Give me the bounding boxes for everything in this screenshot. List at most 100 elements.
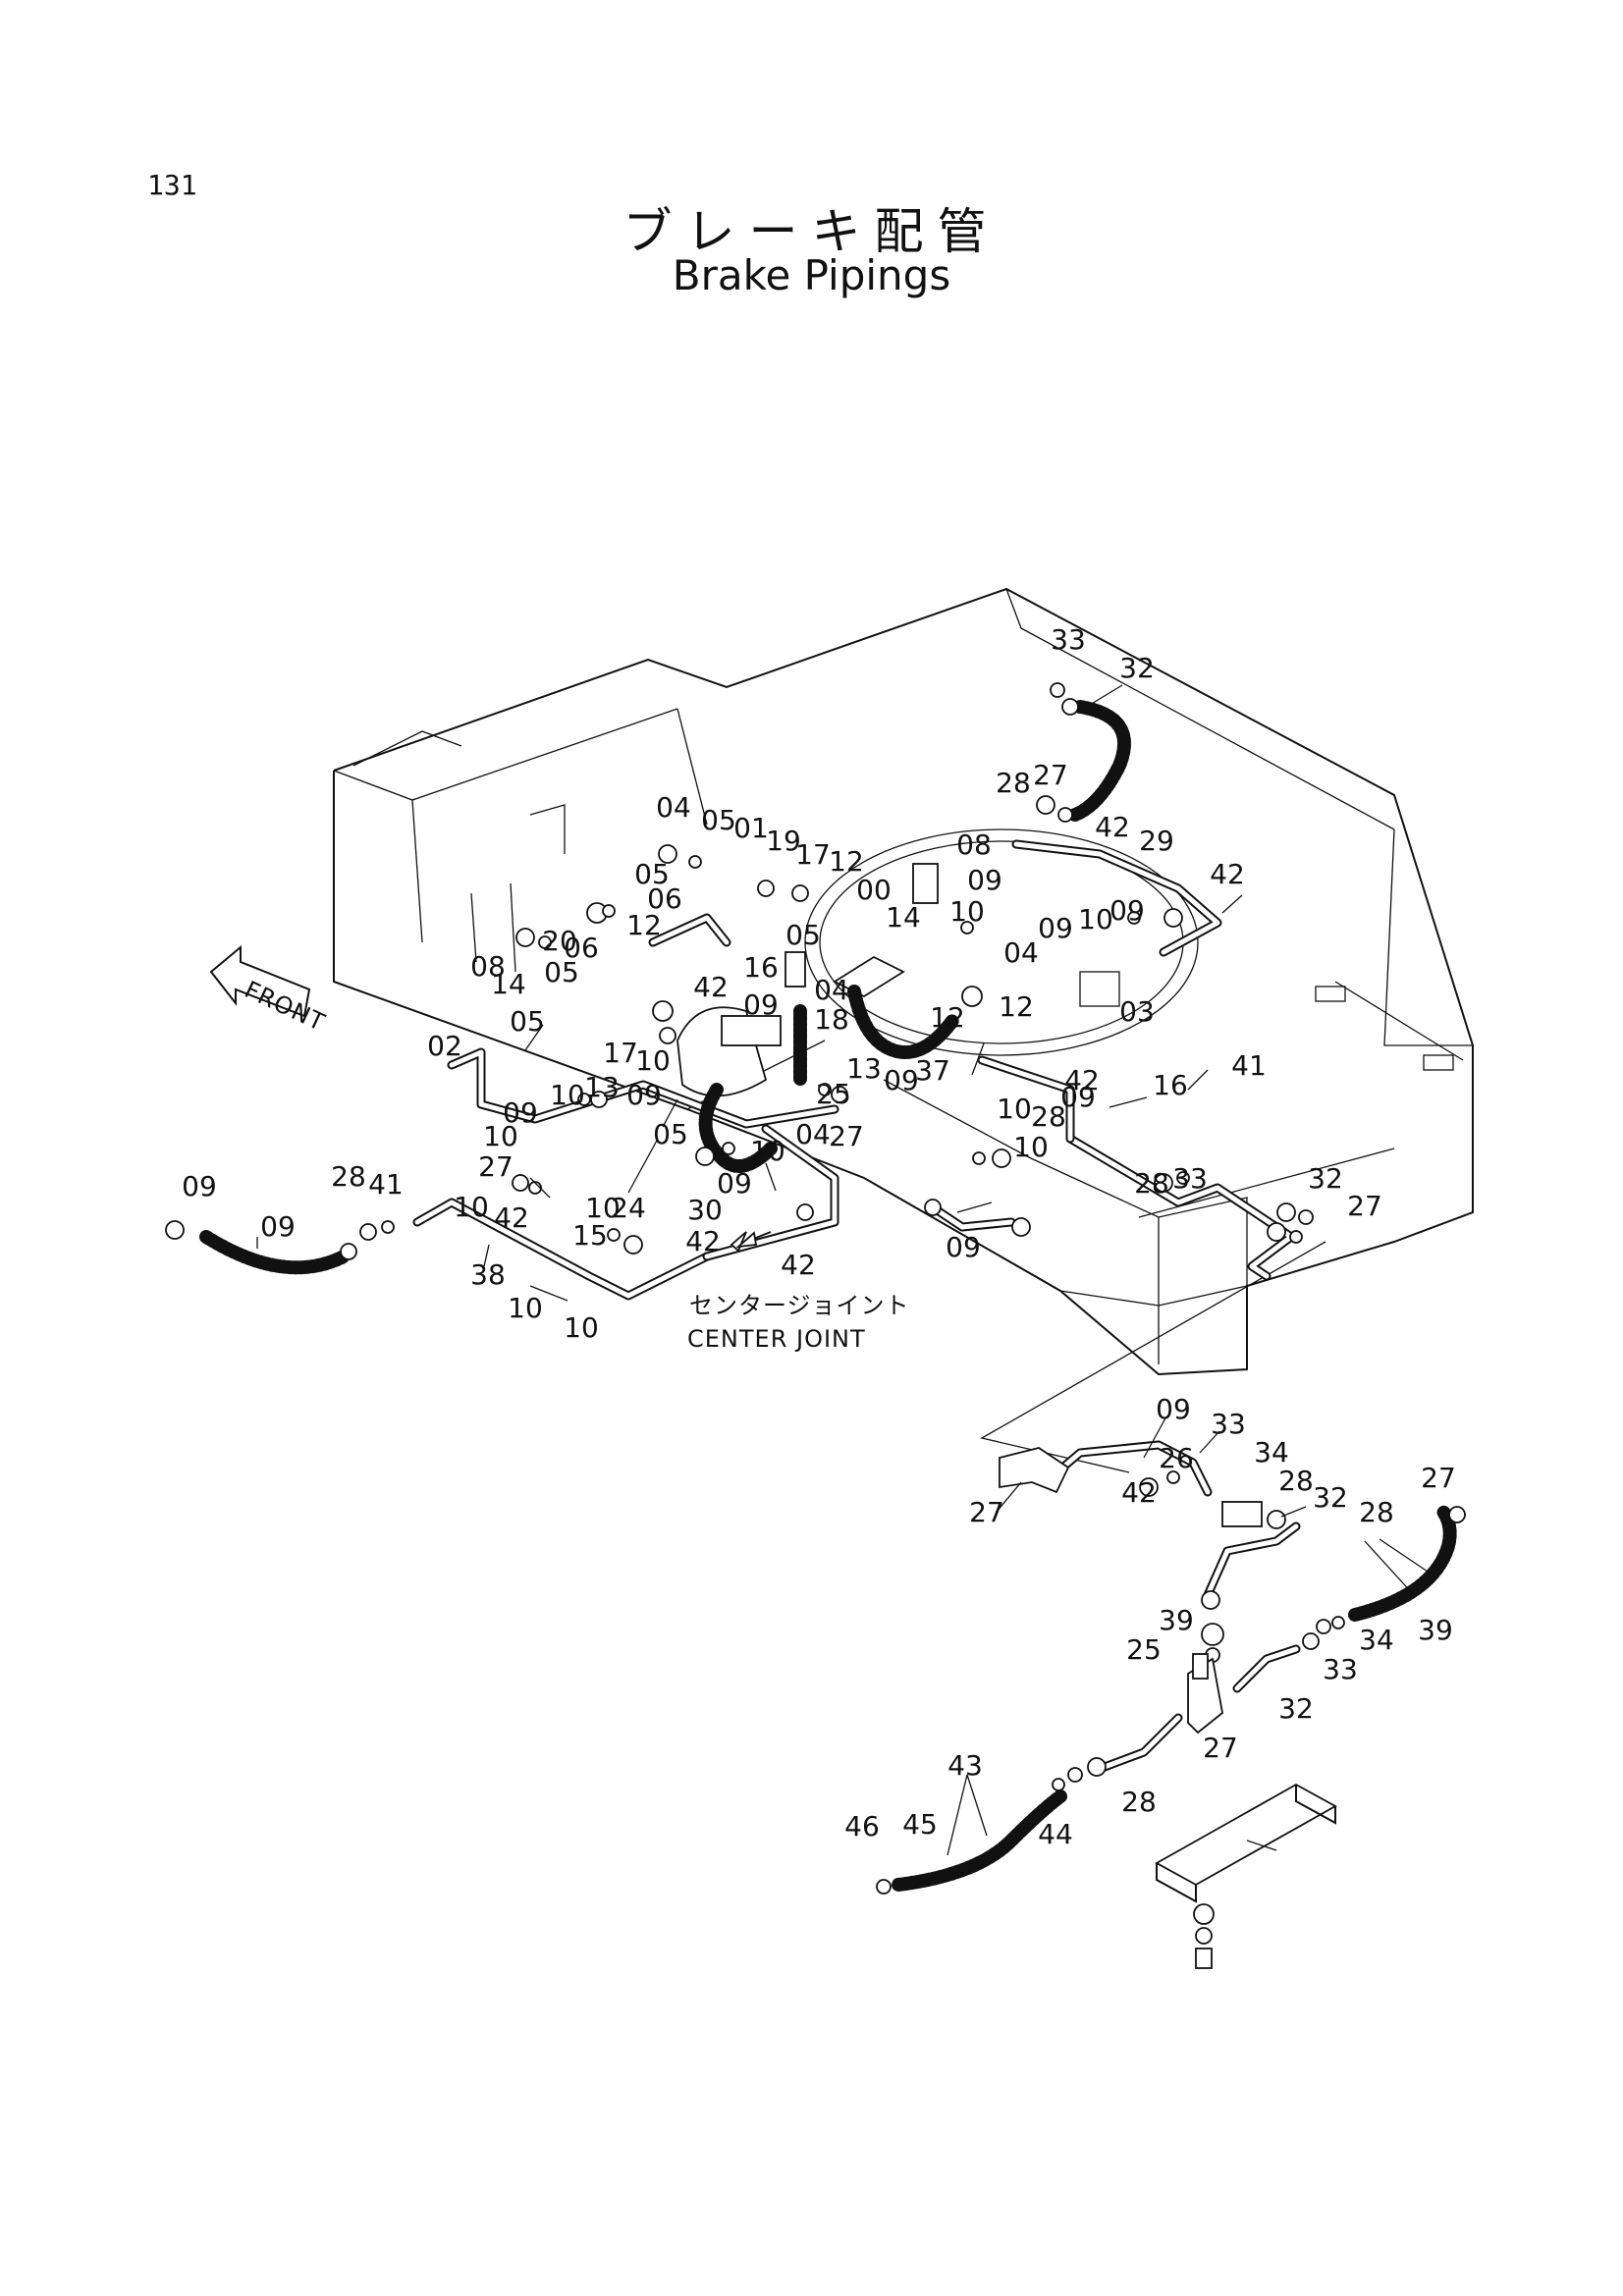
callout: 17 <box>603 1037 638 1069</box>
callout: 10 <box>1013 1131 1049 1163</box>
callout: 04 <box>795 1118 831 1150</box>
callout: 41 <box>368 1168 404 1201</box>
callout: 12 <box>829 845 864 878</box>
callout: 14 <box>886 901 921 934</box>
callout: 33 <box>1051 623 1086 656</box>
leader-lines <box>256 684 1434 1856</box>
callout: 30 <box>687 1194 723 1226</box>
callout: 18 <box>814 1003 849 1036</box>
callout: 39 <box>1418 1614 1453 1646</box>
callout: 27 <box>829 1120 864 1152</box>
callout: 16 <box>743 951 779 984</box>
callout: 27 <box>1421 1462 1456 1494</box>
front-label: FRONT <box>241 976 330 1037</box>
callout: 32 <box>1308 1162 1343 1195</box>
callout: 12 <box>626 909 662 941</box>
callout: 17 <box>795 838 831 871</box>
callout: 46 <box>844 1810 880 1842</box>
callout: 03 <box>1119 995 1155 1028</box>
callout: 29 <box>1139 825 1174 857</box>
callout: 09 <box>626 1079 662 1111</box>
callout: 05 <box>510 1005 545 1038</box>
callout: 10 <box>585 1192 621 1224</box>
callout: 28 <box>1278 1465 1314 1497</box>
callout: 13 <box>584 1071 620 1103</box>
callout: 09 <box>1156 1393 1191 1425</box>
callout: 00 <box>856 874 892 906</box>
callout: 10 <box>454 1191 489 1223</box>
callout: 27 <box>969 1496 1004 1528</box>
lower-detail-assembly <box>876 1440 1466 1969</box>
callout: 10 <box>635 1044 671 1077</box>
callout: 33 <box>1323 1653 1358 1685</box>
center-joint-label-en: CENTER JOINT <box>687 1325 866 1353</box>
callout: 10 <box>483 1120 518 1152</box>
callout: 28 <box>1134 1167 1169 1200</box>
callout: 04 <box>814 974 849 1006</box>
callout: 19 <box>766 825 801 857</box>
callout: 05 <box>544 956 579 988</box>
callout: 09 <box>182 1170 217 1202</box>
callout: 33 <box>1172 1162 1208 1195</box>
callout: 09 <box>1060 1081 1096 1113</box>
callout: 24 <box>611 1192 646 1224</box>
callout: 06 <box>647 882 682 915</box>
callout: 42 <box>1121 1476 1157 1509</box>
callout: 28 <box>331 1160 366 1193</box>
callout: 27 <box>1203 1732 1238 1764</box>
callout: 08 <box>956 828 992 861</box>
title-japanese: ブレーキ配管 <box>622 203 1001 260</box>
callout: 05 <box>785 919 821 951</box>
callout: 09 <box>884 1064 919 1096</box>
callout: 32 <box>1278 1692 1314 1725</box>
callout: 42 <box>685 1225 721 1257</box>
callout: 34 <box>1359 1624 1394 1656</box>
callout: 10 <box>564 1311 599 1344</box>
center-joint-arrow <box>735 1231 772 1249</box>
callout: 05 <box>653 1118 688 1150</box>
callout: 06 <box>564 932 599 964</box>
callout: 01 <box>733 812 769 844</box>
callout: 42 <box>1210 858 1245 890</box>
callout: 15 <box>572 1219 608 1252</box>
callout: 04 <box>656 791 691 824</box>
brake-pipes-upper <box>412 839 1296 1301</box>
callout: 09 <box>946 1231 981 1263</box>
callout: 05 <box>634 858 670 890</box>
callout: 09 <box>717 1167 752 1200</box>
callout: 28 <box>1359 1496 1394 1528</box>
front-direction-arrow: FRONT <box>209 944 330 1037</box>
callout: 37 <box>915 1054 950 1087</box>
callout: 33 <box>1211 1408 1246 1440</box>
callout: 42 <box>781 1249 816 1281</box>
callout: 09 <box>1109 894 1145 927</box>
callout: 43 <box>947 1749 983 1782</box>
callout: 08 <box>470 950 506 983</box>
callout: 27 <box>478 1150 514 1183</box>
callout: 28 <box>1031 1100 1066 1133</box>
callout: 25 <box>816 1078 851 1110</box>
center-joint-label-jp: センタージョイント <box>689 1292 910 1319</box>
callout: 10 <box>997 1093 1032 1125</box>
callout: 09 <box>1038 912 1073 944</box>
callout: 42 <box>693 971 729 1003</box>
callout: 42 <box>1095 811 1130 843</box>
callout: 10 <box>1078 903 1113 935</box>
callout: 09 <box>260 1210 296 1243</box>
callout: 20 <box>542 925 577 957</box>
callout: 25 <box>1126 1633 1162 1666</box>
callout: 04 <box>1003 936 1039 969</box>
callout: 09 <box>743 988 779 1021</box>
callout: 05 <box>701 804 736 836</box>
callout: 10 <box>508 1292 543 1324</box>
callout: 26 <box>1159 1442 1194 1474</box>
callout: 27 <box>1033 759 1068 791</box>
callout: 10 <box>550 1079 585 1111</box>
callout-labels: 33 32 28 27 04 05 01 19 17 12 08 42 29 0… <box>182 623 1456 1850</box>
callout: 32 <box>1119 652 1155 684</box>
callout: 34 <box>1254 1436 1289 1468</box>
callout: 12 <box>930 1001 965 1034</box>
callout: 13 <box>846 1052 882 1085</box>
undercarriage-frame <box>333 587 1474 1473</box>
